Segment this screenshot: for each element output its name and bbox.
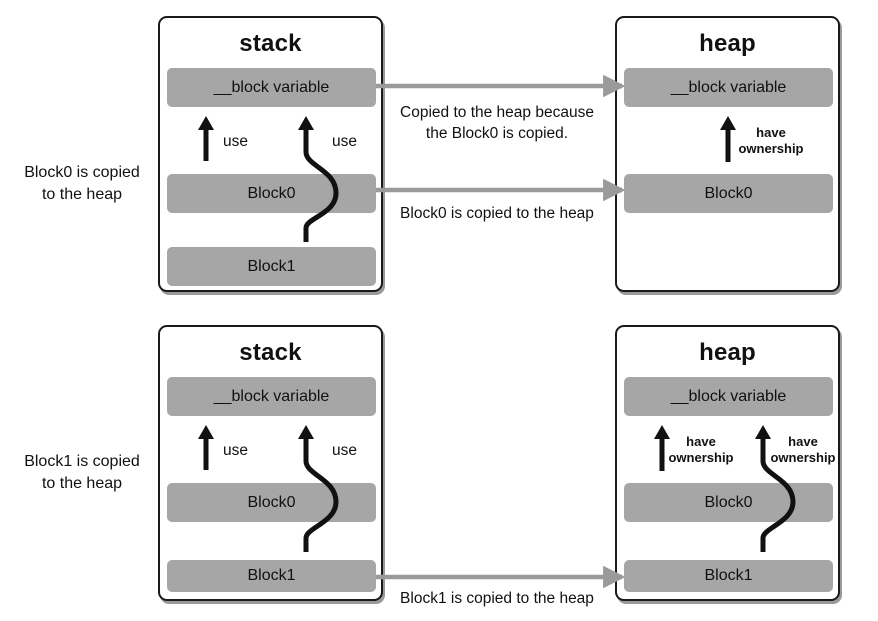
scenario1-side-label-line2: to the heap [41, 186, 123, 203]
scenario1-stack-block-variable: __block variable [167, 68, 376, 107]
scenario2-heap-block-variable: __block variable [624, 377, 833, 416]
scenario1-heap-title: heap [699, 30, 756, 57]
scenario1-heap-block0: Block0 [624, 174, 833, 213]
scenario1-stack-title: stack [239, 30, 302, 57]
scenario1-stack-use-arrow-1 [198, 116, 214, 161]
scenario1-stack-block0: Block0 [167, 174, 376, 213]
scenario1-stack-panel: stack __block variable use use Block0 Bl… [158, 16, 383, 292]
scenario1-heap-ownership-line2: ownership [738, 141, 804, 156]
scenario1-heap-ownership-label: have ownership [729, 125, 813, 157]
scenario2-heap-ownership-2-line2: ownership [770, 450, 836, 465]
scenario1-heap-block-variable: __block variable [624, 68, 833, 107]
scenario1-heap-ownership-arrow [720, 116, 736, 162]
scenario2-heap-ownership-label-2: have ownership [767, 434, 839, 466]
scenario1-heap-ownership-line1: have [756, 125, 786, 140]
scenario2-heap-ownership-1-line1: have [686, 434, 716, 449]
scenario2-side-label: Block1 is copied to the heap [14, 451, 150, 495]
scenario2-side-label-line1: Block1 is copied [24, 453, 140, 470]
scenario2-heap-block0: Block0 [624, 483, 833, 522]
scenario1-side-label-line1: Block0 is copied [24, 164, 140, 181]
scenario2-stack-block-variable: __block variable [167, 377, 376, 416]
scenario1-stack-use-label-2: use [332, 133, 357, 150]
scenario1-side-label: Block0 is copied to the heap [14, 162, 150, 206]
scenario1-stack-use-arrow-2 [298, 116, 339, 242]
scenario2-stack-block1: Block1 [167, 560, 376, 592]
scenario2-heap-ownership-label-1: have ownership [665, 434, 737, 466]
scenario1-stack-use-label-1: use [223, 133, 248, 150]
scenario1-variable-copy-note: Copied to the heap because the Block0 is… [386, 102, 608, 144]
scenario2-stack-title: stack [239, 339, 302, 366]
scenario2-heap-panel: heap __block variable have ownership hav… [615, 325, 840, 601]
scenario2-stack-use-arrow-2 [298, 425, 339, 552]
scenario2-stack-panel: stack __block variable use use Block0 Bl… [158, 325, 383, 601]
scenario2-heap-block1: Block1 [624, 560, 833, 592]
scenario2-heap-ownership-2-line1: have [788, 434, 818, 449]
scenario2-stack-use-label-2: use [332, 442, 357, 459]
scenario1-variable-copy-note-line1: Copied to the heap because [400, 104, 594, 121]
scenario2-block-copy-note: Block1 is copied to the heap [400, 590, 594, 607]
scenario2-heap-ownership-arrow-2 [755, 425, 796, 552]
scenario2-heap-ownership-arrow-1 [654, 425, 670, 471]
scenario2-stack-use-label-1: use [223, 442, 248, 459]
scenario2-stack-block0: Block0 [167, 483, 376, 522]
scenario2-side-label-line2: to the heap [41, 475, 123, 492]
scenario2-heap-ownership-1-line2: ownership [668, 450, 734, 465]
scenario2-heap-title: heap [699, 339, 756, 366]
scenario1-block-copy-note: Block0 is copied to the heap [400, 205, 594, 222]
scenario1-variable-copy-note-line2: the Block0 is copied. [425, 125, 569, 142]
scenario1-stack-block1: Block1 [167, 247, 376, 286]
scenario2-stack-use-arrow-1 [198, 425, 214, 470]
